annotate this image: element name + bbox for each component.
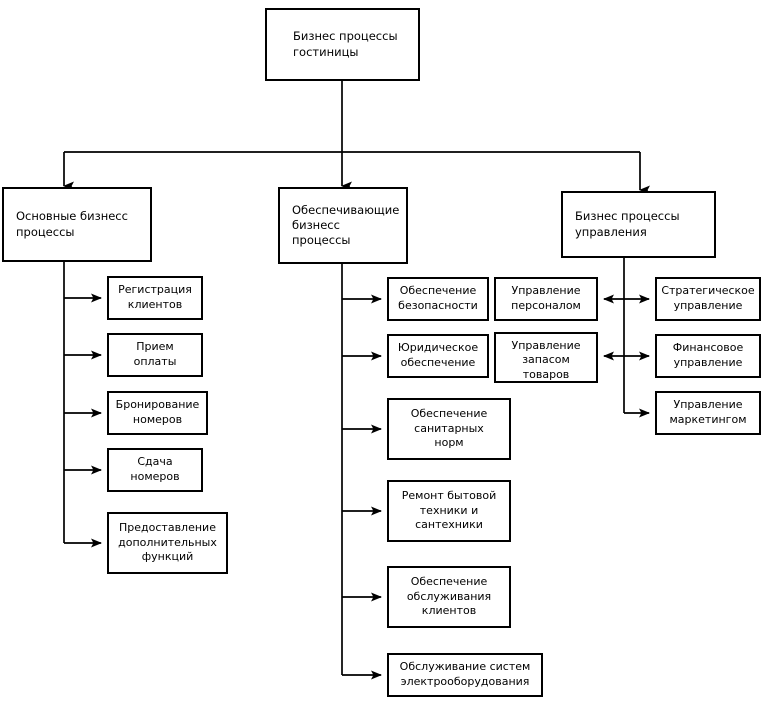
root-node[interactable]: Бизнес процессы гостиницы	[265, 8, 420, 81]
leaf-customer-service-label: Обеспечение обслуживания клиентов	[406, 575, 492, 618]
leaf-strategic-management[interactable]: Стратегическое управление	[655, 277, 761, 321]
leaf-booking[interactable]: Бронирование номеров	[107, 391, 208, 435]
leaf-extra-services-label: Предоставление дополнительных функций	[118, 521, 217, 564]
leaf-registration[interactable]: Регистрация клиентов	[107, 276, 203, 320]
branch-node-supporting[interactable]: Обеспечивающие бизнесс процессы	[278, 187, 408, 264]
leaf-hr-management-label: Управление персоналом	[511, 284, 581, 312]
leaf-inventory-management[interactable]: Управление запасом товаров	[494, 332, 598, 383]
leaf-strategic-management-label: Стратегическое управление	[661, 284, 755, 312]
leaf-legal-label: Юридическое обеспечение	[397, 341, 479, 369]
leaf-extra-services[interactable]: Предоставление дополнительных функций	[107, 512, 228, 574]
leaf-inventory-management-label: Управление запасом товаров	[511, 338, 581, 381]
leaf-financial-management[interactable]: Финансовое управление	[655, 334, 761, 378]
leaf-checkout[interactable]: Сдача номеров	[107, 448, 203, 492]
branch-node-core[interactable]: Основные бизнесс процессы	[2, 187, 152, 262]
branch-node-core-label: Основные бизнесс процессы	[16, 209, 128, 239]
leaf-security-label: Обеспечение безопасности	[398, 284, 478, 312]
leaf-checkout-label: Сдача номеров	[130, 455, 180, 483]
leaf-appliance-repair[interactable]: Ремонт бытовой техники и сантехники	[387, 480, 511, 542]
leaf-booking-label: Бронирование номеров	[115, 398, 200, 426]
leaf-sanitary-label: Обеспечение санитарных норм	[410, 407, 488, 450]
leaf-electrical-systems[interactable]: Обслуживание систем электрооборудования	[387, 653, 543, 697]
branch-node-management-label: Бизнес процессы управления	[575, 209, 680, 239]
leaf-appliance-repair-label: Ремонт бытовой техники и сантехники	[401, 489, 497, 532]
leaf-financial-management-label: Финансовое управление	[672, 341, 744, 369]
leaf-hr-management[interactable]: Управление персоналом	[494, 277, 598, 321]
root-node-label: Бизнес процессы гостиницы	[293, 29, 398, 59]
branch-node-management[interactable]: Бизнес процессы управления	[561, 191, 716, 258]
branch-node-supporting-label: Обеспечивающие бизнесс процессы	[292, 202, 400, 248]
leaf-marketing-management-label: Управление маркетингом	[669, 398, 747, 426]
leaf-payment[interactable]: Прием оплаты	[107, 333, 203, 377]
leaf-security[interactable]: Обеспечение безопасности	[387, 277, 489, 321]
leaf-registration-label: Регистрация клиентов	[118, 283, 192, 311]
leaf-sanitary[interactable]: Обеспечение санитарных норм	[387, 398, 511, 460]
leaf-customer-service[interactable]: Обеспечение обслуживания клиентов	[387, 566, 511, 628]
leaf-marketing-management[interactable]: Управление маркетингом	[655, 391, 761, 435]
leaf-payment-label: Прием оплаты	[133, 340, 177, 368]
leaf-legal[interactable]: Юридическое обеспечение	[387, 334, 489, 378]
leaf-electrical-systems-label: Обслуживание систем электрооборудования	[399, 660, 531, 688]
